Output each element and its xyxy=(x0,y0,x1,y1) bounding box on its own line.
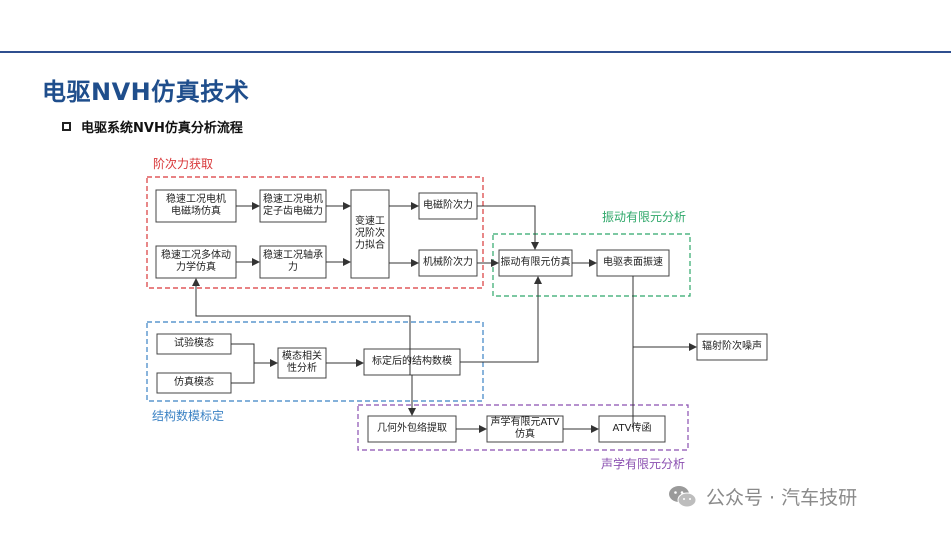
node-acoustic-atv: 声学有限元ATV 仿真 xyxy=(490,417,560,440)
node-box xyxy=(498,249,573,277)
page-title: 电驱NVH仿真技术 xyxy=(42,78,250,106)
node-order-force-fit: 变速工 况阶次 力拟合 xyxy=(355,216,385,251)
structure-group-frame xyxy=(146,321,484,402)
section-subtitle: 电驱系统NVH仿真分析流程 xyxy=(81,121,243,136)
node-box xyxy=(696,333,768,361)
node-box xyxy=(363,348,461,376)
node-box xyxy=(155,189,237,223)
node-emag-field-sim: 稳速工况电机 电磁场仿真 xyxy=(166,194,226,217)
node-box xyxy=(596,249,670,277)
node-vibration-fem: 振动有限元仿真 xyxy=(500,257,571,268)
node-bearing-force: 稳速工况轴承 力 xyxy=(263,250,323,273)
node-calibrated-model: 标定后的结构数模 xyxy=(372,356,452,367)
node-radiated-noise: 辐射阶次噪声 xyxy=(702,341,762,352)
edge xyxy=(477,205,539,250)
edge xyxy=(460,276,542,363)
node-modal-correlation: 模态相关 性分析 xyxy=(282,351,322,374)
node-stator-force: 稳速工况电机 定子齿电磁力 xyxy=(263,194,323,217)
section-bullet: 电驱系统NVH仿真分析流程 xyxy=(62,117,243,136)
edge xyxy=(231,363,255,384)
node-mech-order-force: 机械阶次力 xyxy=(423,257,473,268)
wechat-icon xyxy=(668,484,698,510)
square-bullet-icon xyxy=(62,122,71,131)
header-divider xyxy=(0,51,951,53)
structure-group-label: 结构数模标定 xyxy=(152,409,225,423)
node-box xyxy=(418,249,478,277)
node-box xyxy=(277,347,327,379)
node-atv-transfer: ATV传函 xyxy=(612,423,652,434)
order-group-frame xyxy=(146,176,484,289)
node-box xyxy=(259,245,327,279)
node-multibody-sim: 稳速工况多体动 力学仿真 xyxy=(161,250,231,273)
acoustic-group-label: 声学有限元分析 xyxy=(601,457,686,471)
node-sim-modal: 仿真模态 xyxy=(174,377,214,388)
edge xyxy=(231,343,278,367)
node-test-modal: 试验模态 xyxy=(174,338,214,349)
node-box xyxy=(598,415,666,443)
vibration-group-label: 振动有限元分析 xyxy=(602,210,687,224)
acoustic-group-frame xyxy=(357,404,689,451)
node-emag-order-force: 电磁阶次力 xyxy=(423,200,473,211)
edge xyxy=(192,278,411,375)
node-envelope-extract: 几何外包络提取 xyxy=(377,423,447,434)
order-group-label: 阶次力获取 xyxy=(153,157,214,171)
vibration-group-frame xyxy=(492,233,691,297)
watermark-text: 公众号 · 汽车技研 xyxy=(706,487,858,509)
node-box xyxy=(418,192,478,220)
node-surface-velocity: 电驱表面振速 xyxy=(603,257,663,268)
node-box xyxy=(350,189,390,279)
watermark: 公众号 · 汽车技研 xyxy=(668,483,857,510)
